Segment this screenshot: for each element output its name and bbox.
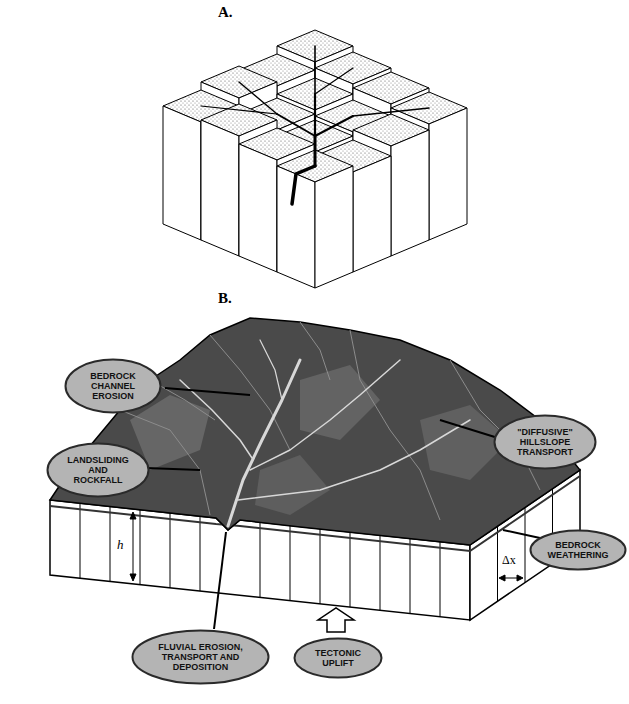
grid-line: [80, 503, 81, 578]
ellipse-outline: [48, 444, 149, 497]
process-ellipse: LANDSLIDING AND ROCKFALL: [46, 442, 150, 498]
stream-outlet: [292, 166, 315, 204]
process-label: BEDROCK CHANNEL EROSION: [82, 371, 144, 401]
grid-line: [200, 516, 201, 591]
process-label: "DIFFUSIVE" HILLSLOPE TRANSPORT: [512, 427, 578, 457]
stream: [315, 68, 353, 94]
grid-line: [110, 506, 111, 581]
sunlit-slope: [300, 365, 380, 440]
grid-line: [350, 532, 351, 607]
column-block: [163, 30, 467, 288]
height-arrow: [133, 515, 134, 578]
grid-line: [410, 539, 411, 614]
grid-line: [525, 508, 526, 583]
dimension-marks: [130, 512, 523, 581]
process-label: TECTONIC UPLIFT: [310, 648, 366, 668]
ridge-lines: [120, 322, 540, 520]
column-face: [429, 108, 467, 240]
grid-line: [497, 526, 498, 601]
ellipse-outline: [495, 416, 596, 469]
stream: [353, 108, 429, 116]
arrowhead: [130, 512, 136, 519]
process-ellipse: TECTONIC UPLIFT: [293, 637, 383, 679]
process-label: LANDSLIDING AND ROCKFALL: [65, 455, 131, 485]
leader-lines: [146, 388, 540, 629]
grid-line: [290, 526, 291, 601]
ellipse-outline: [295, 639, 382, 678]
grid-line: [140, 510, 141, 585]
dimension-label: h: [117, 537, 124, 553]
stream: [315, 116, 353, 136]
leader-line: [214, 532, 226, 629]
process-ellipse: "DIFFUSIVE" HILLSLOPE TRANSPORT: [493, 414, 597, 470]
process-ellipse: BEDROCK CHANNEL EROSION: [64, 358, 162, 414]
process-label: BEDROCK WEATHERING: [547, 540, 609, 560]
column-face: [239, 144, 277, 272]
dimension-label: Δx: [502, 553, 516, 568]
stream: [201, 106, 277, 114]
grid-line: [320, 529, 321, 604]
ellipse-outline: [133, 631, 269, 684]
column-face: [353, 156, 391, 272]
stream: [277, 114, 315, 136]
process-ellipse: BEDROCK WEATHERING: [529, 529, 627, 571]
leader-line: [146, 468, 200, 470]
stream: [314, 46, 316, 94]
leader-line: [503, 530, 540, 538]
leader-line: [165, 388, 250, 395]
arrowhead: [499, 575, 505, 581]
grid-line: [440, 542, 441, 617]
process-ellipse: FLUVIAL EROSION, TRANSPORT AND DEPOSITIO…: [131, 629, 270, 685]
arrowhead: [517, 575, 523, 581]
column-face: [201, 120, 239, 256]
grid-line: [380, 535, 381, 610]
uplift-arrow: [318, 608, 354, 632]
stream: [314, 136, 317, 166]
panel-letter: A.: [218, 4, 233, 21]
ellipse-outline: [66, 360, 161, 413]
panel-letter: B.: [218, 290, 232, 307]
sunlit-slope: [255, 455, 330, 515]
river-channel: [180, 340, 470, 526]
ellipse-outline: [531, 531, 626, 570]
process-label: FLUVIAL EROSION, TRANSPORT AND DEPOSITIO…: [155, 642, 247, 672]
stream: [239, 82, 277, 114]
drainage-network: [201, 46, 429, 204]
grid-line: [260, 523, 261, 598]
stream: [314, 94, 316, 136]
column-face: [277, 166, 315, 288]
column-face: [315, 166, 353, 288]
arrowhead: [130, 574, 136, 581]
column-face: [391, 130, 429, 256]
grid-line: [170, 513, 171, 588]
column-face: [163, 106, 201, 240]
leader-line: [440, 420, 498, 438]
